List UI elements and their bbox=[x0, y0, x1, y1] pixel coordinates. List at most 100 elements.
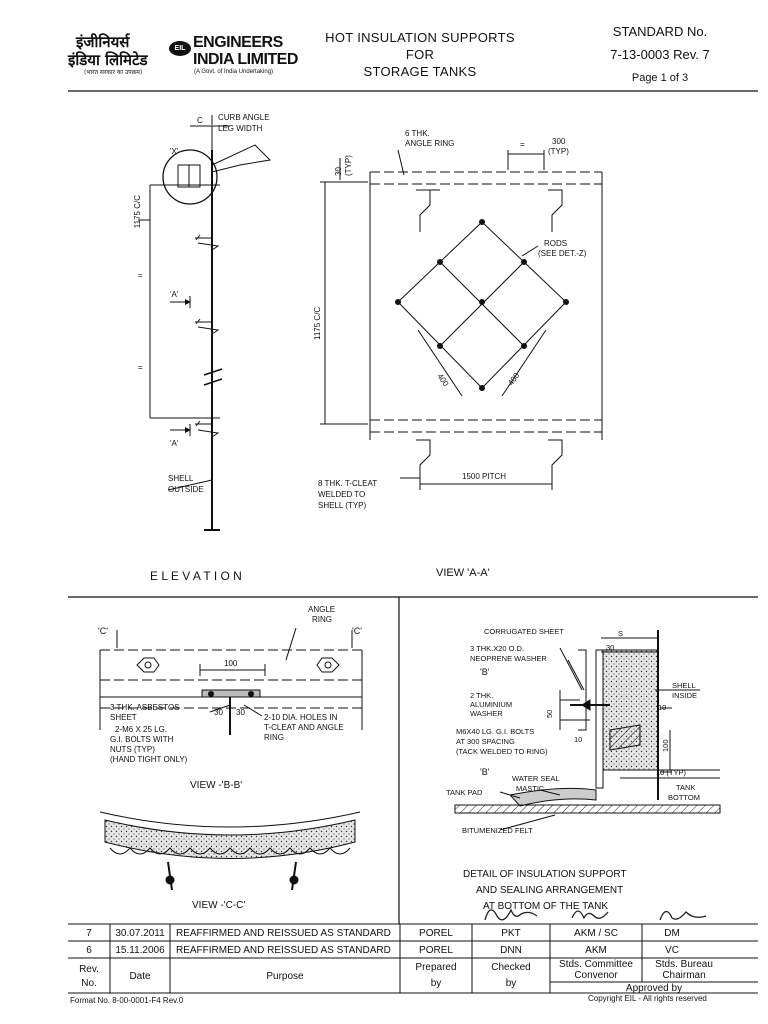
svg-text:(HAND TIGHT ONLY): (HAND TIGHT ONLY) bbox=[110, 755, 188, 764]
logo-hindi-line1: इंजीनियर्स bbox=[76, 33, 130, 51]
standard-number: 7-13-0003 Rev. 7 bbox=[610, 47, 710, 62]
rev-convenor: AKM bbox=[585, 945, 607, 956]
svg-text:AT 300 SPACING: AT 300 SPACING bbox=[456, 737, 515, 746]
view-cc bbox=[99, 811, 361, 891]
svg-text:6 THK.: 6 THK. bbox=[405, 129, 430, 138]
svg-text:SHELL: SHELL bbox=[168, 474, 194, 483]
svg-text:3 THK. ASBESTOS: 3 THK. ASBESTOS bbox=[110, 703, 180, 712]
view-aa bbox=[320, 149, 603, 490]
svg-text:30: 30 bbox=[214, 708, 223, 717]
logo-seal-icon: EIL bbox=[169, 41, 191, 56]
svg-text:'X': 'X' bbox=[170, 147, 179, 156]
svg-text:T-CLEAT AND ANGLE: T-CLEAT AND ANGLE bbox=[264, 723, 344, 732]
svg-text:TANK PAD: TANK PAD bbox=[446, 788, 483, 797]
svg-text:2 THK.: 2 THK. bbox=[470, 691, 493, 700]
svg-text:SHEET: SHEET bbox=[110, 713, 137, 722]
svg-text:400: 400 bbox=[506, 371, 521, 388]
svg-text:'C': 'C' bbox=[98, 626, 108, 636]
logo-hindi-line2: इंडिया लिमिटेड bbox=[68, 51, 148, 69]
svg-text:=: = bbox=[520, 140, 525, 149]
document-title-line2: FOR bbox=[405, 47, 435, 62]
view-bb bbox=[99, 627, 363, 735]
rev-purpose: REAFFIRMED AND REISSUED AS STANDARD bbox=[176, 945, 391, 956]
svg-text:AND SEALING ARRANGEMENT: AND SEALING ARRANGEMENT bbox=[476, 885, 623, 896]
svg-text:RODS: RODS bbox=[544, 239, 567, 248]
svg-text:100: 100 bbox=[224, 659, 238, 668]
svg-text:1500 PITCH: 1500 PITCH bbox=[462, 472, 506, 481]
svg-text:10: 10 bbox=[658, 703, 666, 712]
logo-seal-text: EIL bbox=[174, 45, 186, 52]
view-aa-rod-dots bbox=[395, 219, 569, 391]
view-bb-labels: 'C' 'C' ANGLE RING 100 30 30 3 THK. ASBE… bbox=[98, 605, 362, 791]
svg-text:10: 10 bbox=[574, 735, 582, 744]
rev-no: 7 bbox=[86, 928, 92, 939]
svg-text:G.I. BOLTS WITH: G.I. BOLTS WITH bbox=[110, 735, 174, 744]
svg-text:TANK: TANK bbox=[676, 783, 695, 792]
svg-text:50: 50 bbox=[545, 710, 554, 718]
revision-table-grid bbox=[68, 923, 758, 994]
header-date: Date bbox=[129, 971, 151, 982]
rev-chairman: DM bbox=[664, 928, 680, 939]
document-title-line1: HOT INSULATION SUPPORTS bbox=[325, 30, 515, 45]
svg-text:1175 C/C: 1175 C/C bbox=[133, 195, 142, 228]
svg-text:(TYP): (TYP) bbox=[548, 147, 569, 156]
rev-convenor: AKM / SC bbox=[574, 928, 618, 939]
svg-text:ANGLE: ANGLE bbox=[308, 605, 335, 614]
svg-text:E L E V A T I O N: E L E V A T I O N bbox=[150, 569, 242, 583]
rev-no: 6 bbox=[86, 945, 92, 956]
svg-text:30: 30 bbox=[236, 708, 245, 717]
svg-text:'A': 'A' bbox=[170, 439, 179, 448]
view-aa-labels: 6 THK. ANGLE RING = 300 (TYP) 30 (TYP) R… bbox=[313, 129, 587, 579]
logo-english-sub: (A Govt. of India Undertaking) bbox=[194, 69, 274, 75]
svg-text:VIEW -'B-B': VIEW -'B-B' bbox=[190, 780, 242, 791]
svg-text:(TACK WELDED TO RING): (TACK WELDED TO RING) bbox=[456, 747, 548, 756]
header-chairman-line1: Stds. Bureau bbox=[655, 959, 713, 970]
rev-date: 30.07.2011 bbox=[115, 928, 165, 939]
svg-text:100: 100 bbox=[661, 739, 670, 752]
rev-prepared: POREL bbox=[419, 928, 453, 939]
svg-text:S: S bbox=[618, 629, 623, 638]
svg-text:30: 30 bbox=[334, 167, 343, 176]
svg-text:'B': 'B' bbox=[480, 767, 490, 777]
rev-checked: PKT bbox=[501, 928, 521, 939]
svg-text:WASHER: WASHER bbox=[470, 709, 503, 718]
rev-checked: DNN bbox=[500, 945, 522, 956]
svg-text:AT BOTTOM OF THE TANK: AT BOTTOM OF THE TANK bbox=[483, 901, 608, 912]
header-rev-line1: Rev. bbox=[79, 964, 99, 975]
svg-text:BOTTOM: BOTTOM bbox=[668, 793, 700, 802]
svg-text:=: = bbox=[138, 363, 143, 372]
svg-text:400: 400 bbox=[435, 372, 450, 389]
detail-bottom-view bbox=[454, 630, 721, 831]
logo-english-line1: ENGINEERS bbox=[193, 34, 283, 51]
header-convenor-line1: Stds. Committee bbox=[559, 959, 633, 970]
header-checked-line2: by bbox=[505, 978, 517, 989]
header-convenor-line2: Convenor bbox=[574, 970, 618, 981]
svg-text:=: = bbox=[138, 271, 143, 280]
svg-text:ALUMINIUM: ALUMINIUM bbox=[470, 700, 512, 709]
format-number: Format No. 8-00-0001-F4 Rev.0 bbox=[70, 996, 184, 1005]
svg-text:DETAIL OF INSULATION SUPPORT: DETAIL OF INSULATION SUPPORT bbox=[463, 869, 627, 880]
svg-text:INSIDE: INSIDE bbox=[672, 691, 697, 700]
header-checked-line1: Checked bbox=[491, 962, 531, 973]
svg-text:C: C bbox=[197, 116, 203, 125]
view-bb-nuts bbox=[136, 657, 340, 697]
header-purpose: Purpose bbox=[266, 971, 304, 982]
svg-text:2-M6 X 25 LG.: 2-M6 X 25 LG. bbox=[115, 725, 167, 734]
header-chairman-line2: Chairman bbox=[662, 970, 706, 981]
elevation-view bbox=[138, 115, 272, 531]
svg-text:'A': 'A' bbox=[170, 290, 179, 299]
header-approved: Approved by bbox=[625, 983, 683, 994]
document-title-line3: STORAGE TANKS bbox=[363, 64, 477, 79]
svg-text:'B': 'B' bbox=[480, 667, 490, 677]
svg-text:NEOPRENE WASHER: NEOPRENE WASHER bbox=[470, 654, 547, 663]
svg-text:VIEW 'A-A': VIEW 'A-A' bbox=[436, 567, 490, 579]
svg-text:1175 C/C: 1175 C/C bbox=[313, 307, 322, 340]
elevation-labels: C CURB ANGLE LEG WIDTH 'X' 1175 C/C = = … bbox=[133, 113, 270, 583]
detail-labels: CORRUGATED SHEET S 3 THK.X20 O.D. NEOPRE… bbox=[446, 627, 700, 912]
header-prepared-line1: Prepared bbox=[415, 962, 457, 973]
svg-text:RING: RING bbox=[312, 615, 332, 624]
signatures bbox=[484, 908, 707, 921]
svg-text:NUTS (TYP): NUTS (TYP) bbox=[110, 745, 155, 754]
standard-label: STANDARD No. bbox=[612, 24, 708, 39]
